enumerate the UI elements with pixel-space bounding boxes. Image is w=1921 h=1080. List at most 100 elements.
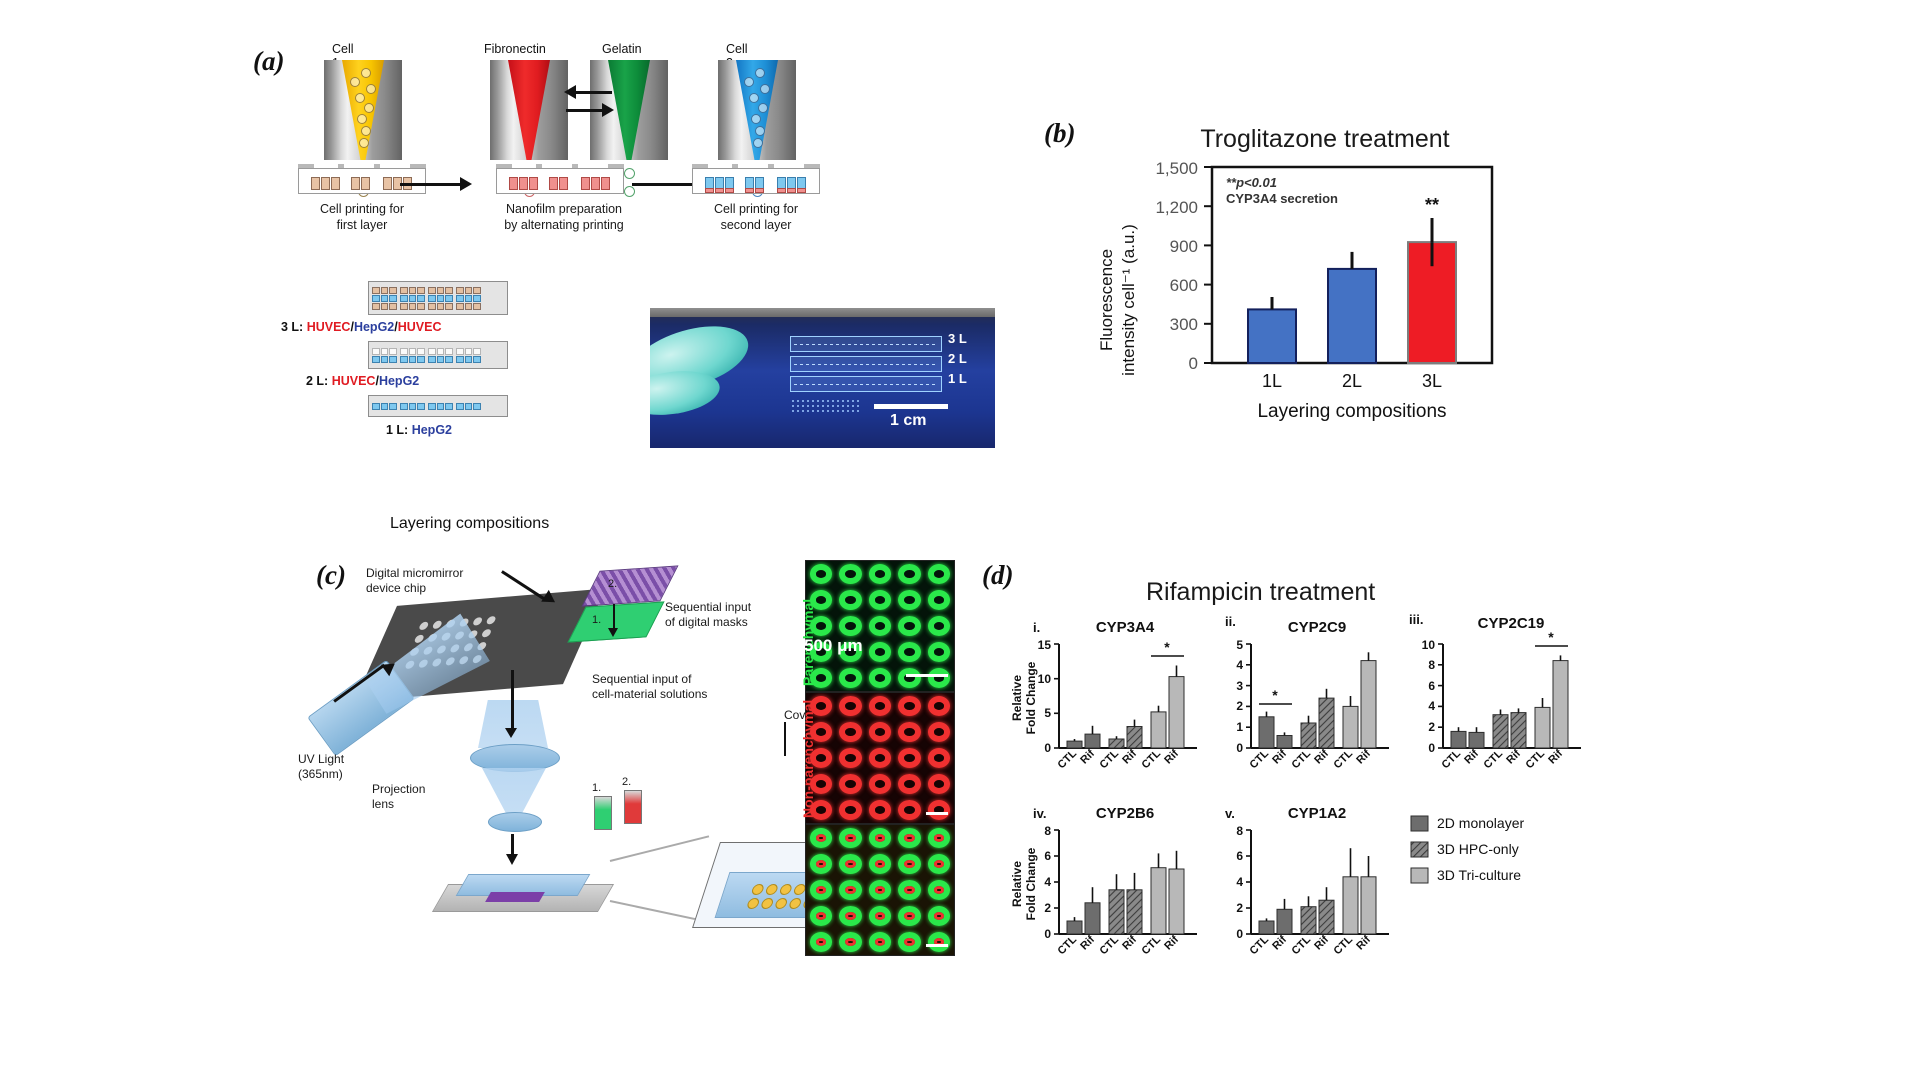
chart-iii-xlabel-rif-3: Rif	[1546, 747, 1565, 766]
layering-label-2l: 2 L: HUVEC/HepG2	[306, 374, 420, 388]
chart-i-ylabel-1: Relative	[1010, 675, 1024, 721]
panel-b-ylabel-2: intensity cell⁻¹ (a.u.)	[1119, 224, 1138, 376]
chart-i-xlabel-ctl-3: CTL	[1140, 747, 1164, 771]
chart-i-ytick-10: 10	[1038, 672, 1052, 686]
beam-converge	[482, 768, 546, 820]
chart-ii-bar-tri-rif	[1360, 660, 1377, 749]
panel-b-title: Troglitazone treatment	[1200, 125, 1449, 153]
zoom-connector	[609, 835, 710, 924]
chart-iv-ytick-0: 0	[1044, 927, 1051, 941]
chart-ii-xlabel-rif-3: Rif	[1354, 747, 1373, 766]
chart-iv-ytick-2: 2	[1044, 901, 1051, 915]
micrograph-nonparenchymal	[805, 692, 955, 824]
channel-1l	[790, 376, 942, 392]
panel-a-step2-caption: Nanofilm preparation by alternating prin…	[476, 202, 652, 233]
chart-i-xlabel-rif-3: Rif	[1162, 747, 1181, 766]
chart-iii-xlabel-rif-2: Rif	[1504, 747, 1523, 766]
chart-iii-ytick-10: 10	[1422, 638, 1436, 652]
solutions-caption-line2: cell-material solutions	[592, 687, 708, 701]
panel-c-label: (c)	[316, 560, 346, 590]
chart-ii-bar-hpc-rif	[1318, 697, 1335, 749]
panel-b-significance-3l: **	[1425, 195, 1439, 215]
alternating-arrows	[564, 85, 614, 122]
panel-b-xlabel: Layering compositions	[1257, 401, 1446, 422]
chart-iv-xlabel-rif-1: Rif	[1078, 933, 1097, 952]
step2-line1: Nanofilm preparation	[505, 202, 623, 216]
panel-b-container: Troglitazone treatment Fluorescence inte…	[1090, 125, 1500, 425]
chart-ii-xlabel-ctl-2: CTL	[1290, 747, 1314, 771]
chart-iv-xlabel-rif-2: Rif	[1120, 933, 1139, 952]
chart-ii-ytick-0: 0	[1236, 741, 1243, 755]
chart-v-xlabel-rif-1: Rif	[1270, 933, 1289, 952]
mask-number-2: 2.	[608, 578, 618, 590]
chart-ii-title: CYP2C9	[1288, 619, 1346, 636]
chart-iv-ytick-6: 6	[1044, 849, 1051, 863]
panel-b-xtick-2l: 2L	[1342, 371, 1362, 391]
chart-ii-bar-tri-ctl	[1342, 705, 1359, 749]
chart-v-bar-hpc-rif	[1318, 899, 1335, 935]
panel-b-bar-2l	[1327, 267, 1377, 364]
solutions-caption-line1: Sequential input of	[592, 672, 692, 686]
uv-caption-line2: (365nm)	[298, 767, 343, 781]
chart-iii-ytick-0: 0	[1428, 741, 1435, 755]
arrow-to-stage	[506, 834, 518, 866]
solution-number-2: 2.	[622, 776, 632, 788]
micrograph-merged	[805, 824, 955, 956]
panel-a-step1-caption: Cell printing for first layer	[286, 202, 438, 233]
solution-vial-1	[594, 796, 612, 830]
photo-label-1l: 1 L	[948, 371, 967, 386]
panel-b-ytick-600: 600	[1170, 276, 1198, 295]
chart-ii-roman: ii.	[1225, 614, 1236, 629]
chart-iii-xlabel-ctl-1: CTL	[1440, 747, 1464, 771]
panel-b-ytick-1500: 1,500	[1155, 159, 1198, 178]
photo-dot-array	[792, 400, 859, 412]
layering-compositions-caption: Layering compositions	[390, 515, 550, 532]
chart-v-ytick-4: 4	[1236, 875, 1243, 889]
photo-label-2l: 2 L	[948, 351, 967, 366]
arrow-to-dmd	[498, 556, 574, 609]
chart-i-title: CYP3A4	[1096, 619, 1155, 636]
step2-line2: by alternating printing	[504, 217, 624, 232]
panel-b-ytick-300: 300	[1170, 315, 1198, 334]
chart-v-roman: v.	[1225, 806, 1235, 821]
uv-caption: UV Light (365nm)	[298, 752, 408, 782]
chart-ii-xlabel-ctl-3: CTL	[1332, 747, 1356, 771]
chart-iv-ytick-4: 4	[1044, 875, 1051, 889]
chart-ii-ytick-2: 2	[1236, 699, 1243, 713]
legend-swatch-2d-monolayer	[1410, 815, 1429, 832]
chart-iii-roman: iii.	[1409, 612, 1423, 627]
panel-b-ytick-1200: 1,200	[1155, 198, 1198, 217]
chart-iv-bar-tri-rif	[1168, 868, 1185, 935]
chart-iv-ylabel-1: Relative	[1010, 861, 1024, 907]
chart-v-xlabel-rif-3: Rif	[1354, 933, 1373, 952]
panel-a-step3-caption: Cell printing for second layer	[676, 202, 836, 233]
micrograph-parenchymal	[805, 560, 955, 692]
legend-swatch-3d-hpc	[1410, 841, 1429, 858]
chart-ii-bar-hpc-ctl	[1300, 722, 1317, 749]
chart-iv-title: CYP2B6	[1096, 805, 1154, 822]
chart-ii-ytick-5: 5	[1236, 638, 1243, 652]
step1-line1: Cell printing for	[319, 202, 405, 216]
chart-ii-ytick-1: 1	[1236, 720, 1243, 734]
solution-number-1: 1.	[592, 782, 602, 794]
solutions-caption: Sequential input of cell-material soluti…	[592, 672, 752, 702]
chart-i-bar-hpc-rif	[1126, 726, 1143, 749]
chart-i-error-bars	[1073, 665, 1178, 742]
chart-i-ylabel-2: Fold Change	[1024, 661, 1038, 734]
chart-iii-ytick-2: 2	[1428, 720, 1435, 734]
chart-iii-ytick-6: 6	[1428, 679, 1435, 693]
micrograph-1-scalebar-label: 500 μm	[804, 636, 863, 655]
chart-iii-xlabel-rif-1: Rif	[1462, 747, 1481, 766]
coverslip-leader	[784, 722, 786, 756]
panel-d-charts: i. CYP3A4 Relative Fold Change 0 5 10 15	[1010, 612, 1655, 1040]
solution-vial-2	[624, 790, 642, 824]
uv-light-source	[307, 628, 482, 757]
chart-ii-error-bars	[1265, 652, 1370, 736]
chart-iii-error-bars	[1457, 655, 1562, 733]
chart-ii-significance: *	[1272, 687, 1278, 703]
chart-v-title: CYP1A2	[1288, 805, 1346, 822]
chart-iii-bar-tri-rif	[1552, 660, 1569, 749]
arrow-mask-to-dmd	[608, 604, 618, 638]
chart-iii-bar-2d-ctl	[1450, 730, 1467, 749]
chart-iii-bar-tri-ctl	[1534, 706, 1551, 749]
